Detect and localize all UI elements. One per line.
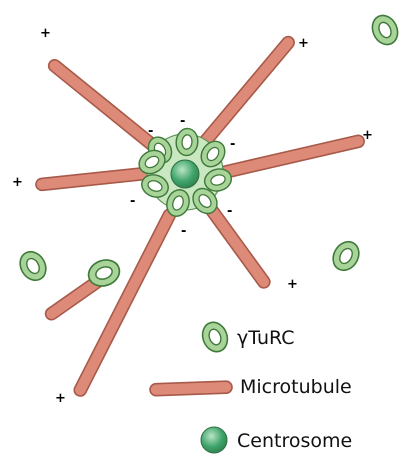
- minus-label: -: [227, 204, 232, 219]
- plus-label: +: [12, 175, 23, 190]
- microtubule-long-lower: [72, 207, 177, 398]
- plus-label: +: [298, 36, 309, 51]
- legend-centrosome-icon: [201, 427, 227, 453]
- minus-label: -: [180, 114, 185, 129]
- minus-label: -: [130, 194, 135, 209]
- gturc-ring: [15, 247, 51, 285]
- microtubule-right: [214, 134, 366, 180]
- plus-label: +: [55, 391, 66, 406]
- microtubule-upper-left: [46, 57, 166, 158]
- minus-label: -: [230, 137, 235, 152]
- legend-microtubule-label: Microtubule: [240, 376, 352, 398]
- centrosome-complex: [135, 128, 234, 220]
- microtubules: [35, 34, 365, 398]
- plus-label: +: [287, 277, 298, 292]
- gturc-ring: [328, 237, 364, 275]
- legend-gturc-label: γTuRC: [237, 327, 295, 349]
- plus-label: +: [40, 26, 51, 41]
- minus-label: -: [148, 124, 153, 139]
- centrosome-core: [171, 160, 199, 188]
- plus-label: +: [362, 128, 373, 143]
- minus-label: -: [181, 224, 186, 239]
- legend-microtubule-swatch: [150, 381, 232, 396]
- legend-gturc-icon: [199, 319, 232, 355]
- microtubule-lower-right: [203, 201, 272, 290]
- gturc-ring: [368, 11, 402, 48]
- legend-centrosome-label: Centrosome: [237, 430, 352, 452]
